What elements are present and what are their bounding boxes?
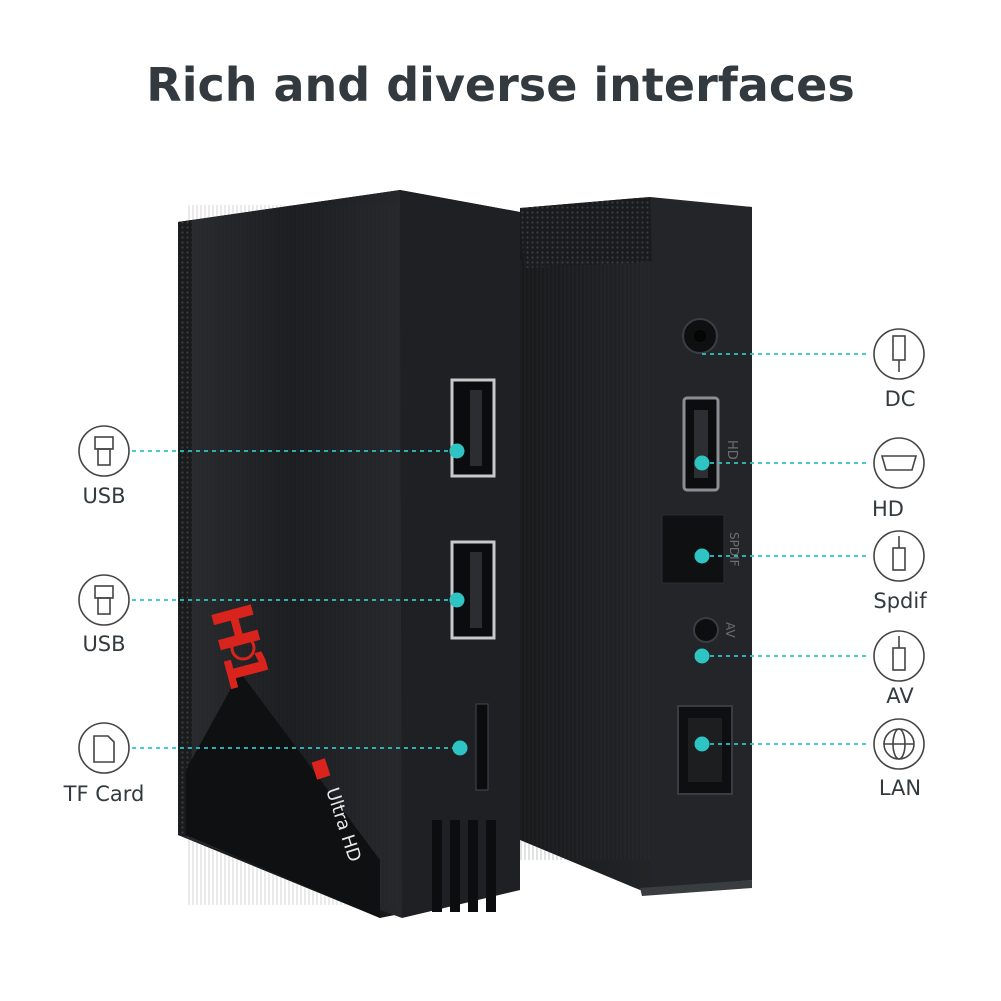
connector-dots <box>449 443 710 756</box>
usb-icon <box>78 574 130 626</box>
svg-text:AV: AV <box>723 622 737 638</box>
svg-text:SPDIF: SPDIF <box>727 532 741 567</box>
dc-plug-icon <box>873 328 925 380</box>
label-hd: HD <box>872 497 904 521</box>
connector-lines <box>132 353 870 749</box>
label-lan: LAN <box>878 776 922 800</box>
page-title: Rich and diverse interfaces <box>146 58 855 112</box>
label-dc: DC <box>884 387 916 411</box>
usb-icon <box>78 425 130 477</box>
svg-text:HD: HD <box>724 440 739 460</box>
front-device: H1 Ultra HD <box>178 190 520 918</box>
audio-jack-icon <box>873 630 925 682</box>
label-tf-card: TF Card <box>63 782 145 806</box>
hdmi-icon <box>873 437 925 489</box>
label-av: AV <box>886 684 914 708</box>
label-usb-1: USB <box>82 484 126 508</box>
rear-device: HD SPDIF AV <box>520 197 752 896</box>
label-usb-2: USB <box>82 632 126 656</box>
audio-jack-icon <box>873 530 925 582</box>
sd-card-icon <box>78 722 130 774</box>
globe-icon <box>873 718 925 770</box>
label-spdif: Spdif <box>873 589 927 613</box>
